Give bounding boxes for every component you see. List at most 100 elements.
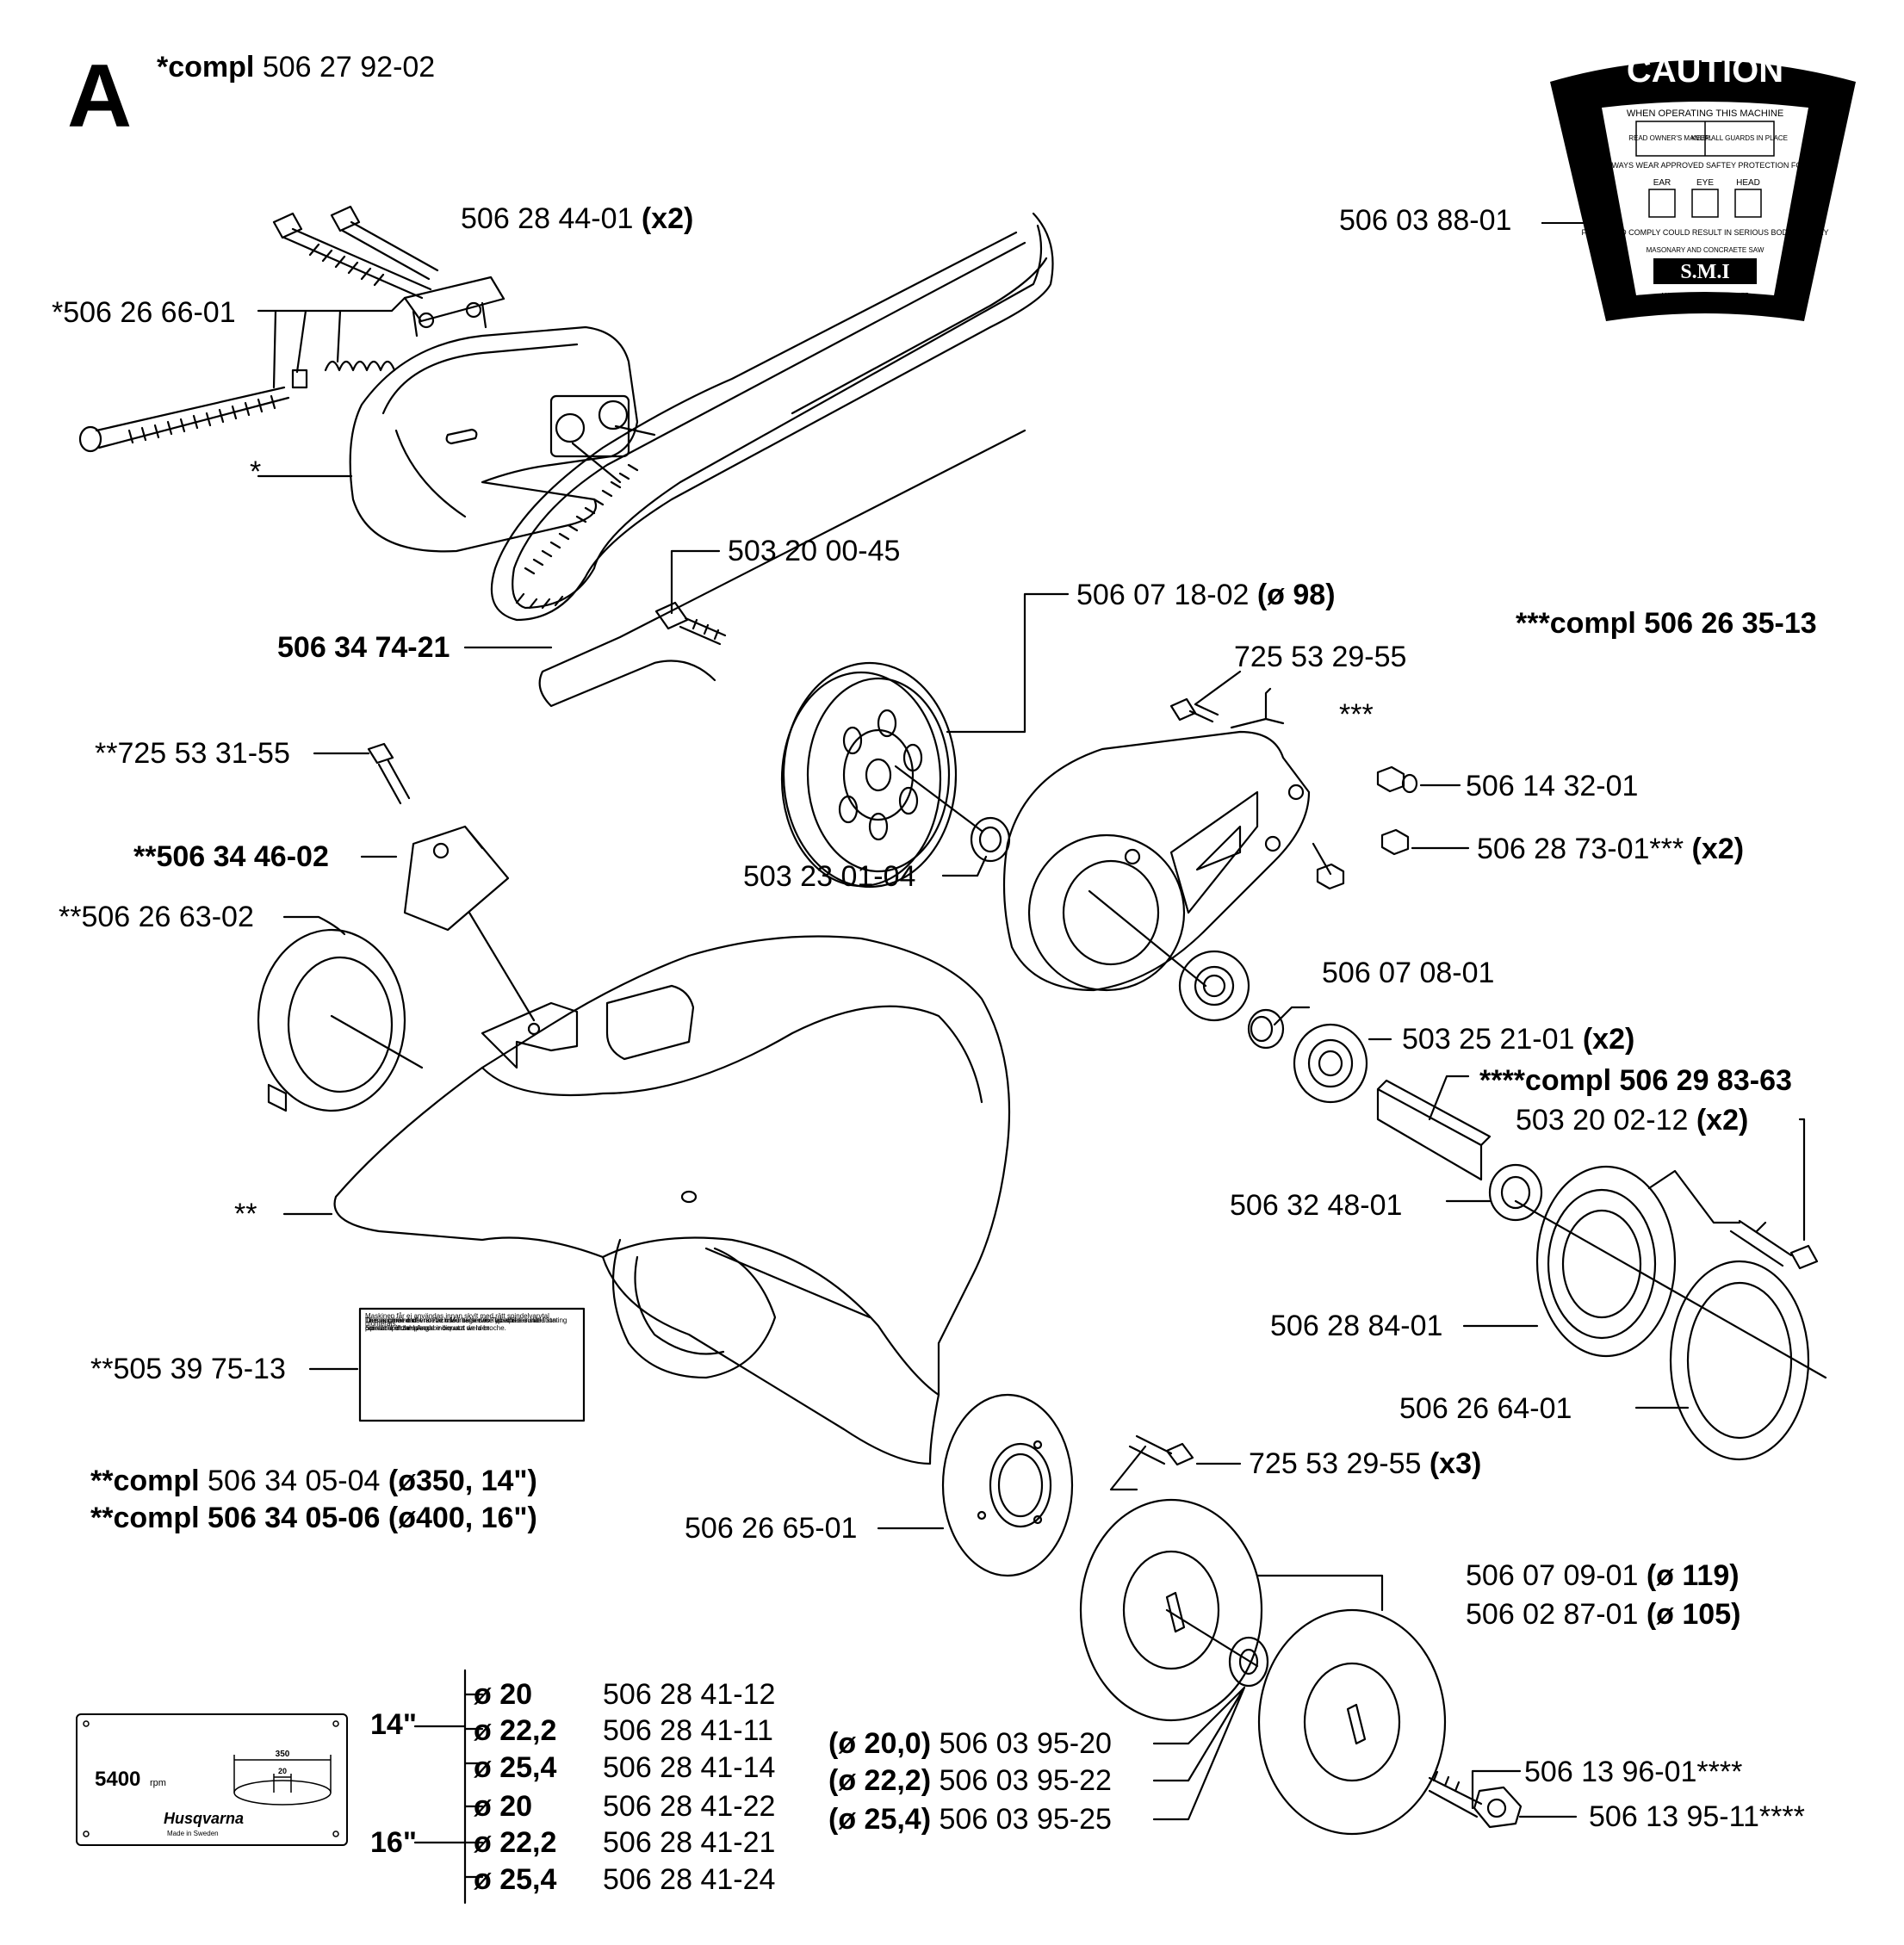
spacer-part: 506 03 95-25 xyxy=(939,1803,1112,1836)
bearing-housing xyxy=(1002,687,1311,992)
dim-outer: 350 xyxy=(276,1750,290,1759)
rpm-plate: 350 20 5400 rpm Husqvarna Made in Sweden xyxy=(76,1713,348,1846)
made-in: Made in Sweden xyxy=(167,1830,219,1837)
quantity: (x2) xyxy=(641,202,694,235)
size: (ø350, 14") xyxy=(388,1465,537,1497)
caution-decal: CAUTION WHEN OPERATING THIS MACHINE READ… xyxy=(1550,52,1856,321)
part-number: 503 20 02-12 xyxy=(1516,1104,1689,1137)
tensioner-housing xyxy=(257,325,656,553)
label-l21: 506 32 48-01 xyxy=(1230,1189,1403,1222)
outer-flange-1 xyxy=(1079,1498,1263,1722)
part-number: 506 28 73-01*** xyxy=(1477,833,1684,865)
screw-725-top xyxy=(1169,670,1242,723)
part-number: 506 28 44-01 xyxy=(461,202,634,235)
diameter: (ø 119) xyxy=(1646,1559,1740,1592)
rpm-value: 5400 xyxy=(95,1768,140,1791)
label-l12: **506 34 46-02 xyxy=(133,840,329,873)
part-number: 506 07 18-02 xyxy=(1076,579,1250,611)
nut-506-14 xyxy=(1376,765,1405,793)
institute-text: MANUFACTURERS INSTITUTE xyxy=(1661,293,1748,299)
compl-prefix: **compl xyxy=(90,1465,200,1497)
part-number: 506 34 05-04 xyxy=(208,1465,381,1497)
caution-title: CAUTION xyxy=(1627,52,1783,90)
shaft-nut xyxy=(1488,1163,1543,1222)
spacer-diameter: (ø 22,2) xyxy=(828,1764,932,1797)
quantity: (x2) xyxy=(1696,1104,1749,1137)
label-l13: 503 23 01-04 xyxy=(743,860,916,893)
warning-line: La machine ne devra etre mise en service… xyxy=(365,1316,556,1332)
bushing-dia: ø 22,2 xyxy=(474,1714,557,1747)
label-l27: **compl 506 34 05-06 (ø400, 16") xyxy=(90,1502,537,1533)
label-l25: 725 53 29-55 (x3) xyxy=(1249,1448,1481,1479)
eye-label: EYE xyxy=(1696,178,1714,188)
bushing-part: 506 28 41-11 xyxy=(603,1714,773,1747)
caution-line1: WHEN OPERATING THIS MACHINE xyxy=(1627,108,1783,119)
label-l2: *506 26 66-01 xyxy=(52,296,236,329)
header-number: 506 27 92-02 xyxy=(262,51,436,84)
ear-label: EAR xyxy=(1653,178,1671,188)
caution-leader-line xyxy=(1541,222,1602,224)
spindle-shaft xyxy=(1376,1079,1492,1181)
quantity: (x2) xyxy=(1582,1023,1635,1056)
read-manual: READ OWNER'S MANUAL xyxy=(1628,134,1713,142)
label-l18: ****compl 506 29 83-63 xyxy=(1479,1064,1792,1097)
section-letter: A xyxy=(67,46,133,146)
ear-icon xyxy=(1648,189,1676,218)
retainer-ring xyxy=(1669,1260,1810,1461)
size-14: 14" xyxy=(370,1708,417,1741)
size-16: 16" xyxy=(370,1826,417,1859)
caution-part-number: 506 03 88-01 xyxy=(1339,204,1512,237)
bushing-part: 506 28 41-14 xyxy=(603,1751,776,1784)
diameter: (ø 105) xyxy=(1646,1598,1741,1631)
label-l22: 506 28 84-01 xyxy=(1270,1310,1443,1342)
screw-503 xyxy=(654,549,727,646)
label-l8: *** xyxy=(1339,698,1374,731)
dim-inner: 20 xyxy=(278,1767,287,1775)
spacer-sleeve xyxy=(1247,1008,1285,1050)
label-l1: 506 28 44-01 (x2) xyxy=(461,203,693,234)
spacer-diameter: (ø 25,4) xyxy=(828,1803,932,1836)
guard-bracket xyxy=(403,825,510,932)
compl-prefix: **compl xyxy=(90,1502,200,1534)
spacer-diameter: (ø 20,0) xyxy=(828,1727,932,1760)
drive-belt xyxy=(463,212,1054,708)
quantity: (x2) xyxy=(1691,833,1745,865)
label-l3: * xyxy=(250,455,262,488)
label-l4: 503 20 00-45 xyxy=(728,535,901,567)
eye-icon xyxy=(1691,189,1719,218)
label-l15: **506 26 63-02 xyxy=(59,901,254,933)
long-screw xyxy=(78,386,290,453)
label-l30: 506 02 87-01 (ø 105) xyxy=(1466,1599,1740,1630)
bushing-dia: ø 22,2 xyxy=(474,1826,557,1859)
warning-line: Maskinen får ej användas innan skylt med… xyxy=(365,1312,549,1328)
warning-line: Dieses gerät darf erst nach Montage des … xyxy=(365,1316,539,1332)
pulley xyxy=(780,592,1070,889)
part-number: 506 02 87-01 xyxy=(1466,1598,1639,1631)
diameter: (ø 98) xyxy=(1256,579,1336,611)
label-l6: 506 34 74-21 xyxy=(277,631,450,664)
label-l31: 506 13 96-01**** xyxy=(1524,1756,1743,1788)
smi-text: S.M.I xyxy=(1680,261,1729,283)
bushing-part: 506 28 41-22 xyxy=(603,1790,776,1823)
blade-bolt-head xyxy=(1473,1786,1523,1829)
spacer-part: 506 03 95-22 xyxy=(939,1764,1112,1797)
warning-label-outline xyxy=(358,1307,586,1422)
arbor-bushing xyxy=(1228,1636,1269,1688)
spacer-row: (ø 25,4) 506 03 95-25 xyxy=(828,1804,1112,1835)
brand-name: Husqvarna xyxy=(164,1810,244,1827)
nut-lower xyxy=(1312,842,1345,890)
bushing-dia: ø 20 xyxy=(474,1678,533,1711)
dust-seal xyxy=(1535,1165,1677,1358)
label-l28: 506 26 65-01 xyxy=(685,1512,858,1545)
label-l14: 506 28 73-01*** (x2) xyxy=(1477,833,1744,864)
label-l5: 506 07 18-02 (ø 98) xyxy=(1076,579,1336,610)
screw-725-x3 xyxy=(1109,1434,1194,1491)
label-l10: **725 53 31-55 xyxy=(95,737,290,770)
label-l17: 503 25 21-01 (x2) xyxy=(1402,1024,1634,1055)
label-l20: ** xyxy=(234,1198,257,1230)
spring xyxy=(324,360,396,372)
label-l32: 506 13 95-11**** xyxy=(1589,1800,1805,1833)
label-l7: 725 53 29-55 xyxy=(1234,641,1407,673)
head-label: HEAD xyxy=(1736,178,1760,188)
